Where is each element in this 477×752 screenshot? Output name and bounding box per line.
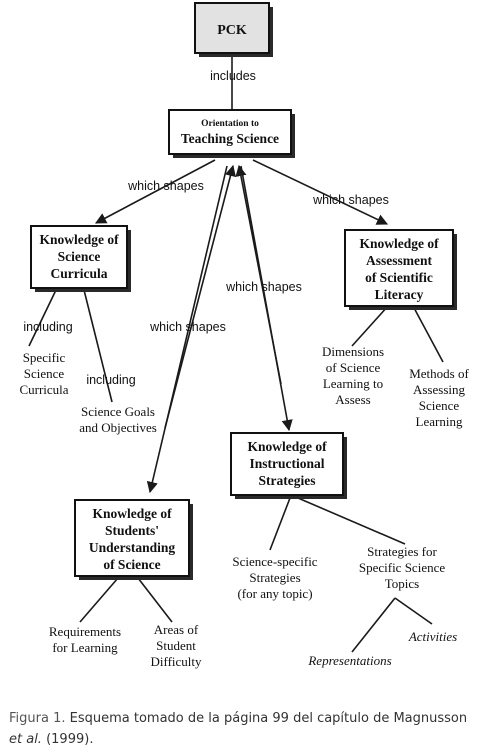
label-which-shapes-strategies: which shapes	[225, 280, 302, 294]
node-curricula: Knowledge of Science Curricula	[30, 225, 131, 292]
dimensions-line-2: of Science	[326, 360, 381, 375]
edge-orientation-assessment	[252, 159, 389, 225]
difficulty-line-2: Student	[156, 638, 196, 653]
goals-line-2: and Objectives	[79, 420, 157, 435]
node-activities: Activities	[408, 629, 457, 644]
edge-strategies-topics	[297, 497, 406, 545]
edge-curricula-specific	[28, 289, 57, 347]
dimensions-line-3: Learning to	[323, 376, 383, 391]
science-specific-line-3: (for any topic)	[237, 586, 312, 601]
orientation-line-2: Teaching Science	[181, 131, 279, 146]
figure-caption: Figura 1. Esquema tomado de la página 99…	[9, 708, 471, 750]
strategies-line-3: Strategies	[259, 473, 316, 488]
edge-strategies-sciencespecific	[269, 497, 291, 551]
requirements-line-1: Requirements	[49, 624, 121, 639]
edge-students-difficulty	[137, 577, 173, 623]
curricula-line-3: Curricula	[51, 266, 108, 281]
topic-strategies-line-2: Specific Science	[359, 560, 445, 575]
specific-curricula-line-1: Specific	[23, 350, 66, 365]
node-students: Knowledge of Students' Understanding of …	[74, 499, 193, 580]
pck-concept-map: includes which shapes which shapes which…	[19, 2, 469, 669]
label-which-shapes-assessment: which shapes	[312, 193, 389, 207]
assessment-line-1: Knowledge of	[359, 236, 439, 251]
label-which-shapes-students: which shapes	[149, 320, 226, 334]
students-line-1: Knowledge of	[92, 506, 172, 521]
node-methods: Methods of Assessing Science Learning	[409, 366, 469, 429]
edge-strategies-orientation	[235, 164, 282, 385]
label-which-shapes-curricula: which shapes	[127, 179, 204, 193]
edge-topics-activities	[394, 597, 433, 625]
node-assessment: Knowledge of Assessment of Scientific Li…	[344, 229, 457, 310]
caption-year: (1999).	[46, 732, 94, 747]
caption-text: Esquema tomado de la página 99 del capít…	[69, 711, 468, 726]
students-line-3: Understanding	[89, 540, 176, 555]
edge-topics-representations	[351, 597, 396, 653]
node-difficulty: Areas of Student Difficulty	[150, 622, 202, 669]
node-pck: PCK	[194, 2, 273, 57]
edge-curricula-goals	[83, 289, 113, 403]
methods-line-2: Assessing	[413, 382, 466, 397]
edge-students-orientation	[164, 164, 236, 429]
curricula-line-2: Science	[58, 249, 101, 264]
node-representations: Representations	[307, 653, 391, 668]
methods-line-3: Science	[419, 398, 460, 413]
edge-assessment-methods	[412, 305, 444, 363]
node-topic-strategies: Strategies for Specific Science Topics	[359, 544, 445, 591]
edge-orientation-curricula	[95, 159, 216, 224]
caption-label: Figura 1.	[9, 711, 66, 726]
edge-students-requirements	[79, 577, 119, 623]
label-includes: includes	[210, 69, 256, 83]
node-dimensions: Dimensions of Science Learning to Assess	[322, 344, 384, 407]
students-line-4: of Science	[103, 557, 160, 572]
specific-curricula-line-3: Curricula	[19, 382, 68, 397]
orientation-line-1: Orientation to	[201, 119, 259, 129]
strategies-line-1: Knowledge of	[247, 439, 327, 454]
curricula-line-1: Knowledge of	[39, 232, 119, 247]
node-specific-curricula: Specific Science Curricula	[19, 350, 68, 397]
assessment-line-4: Literacy	[375, 287, 424, 302]
science-specific-line-1: Science-specific	[232, 554, 317, 569]
strategies-line-2: Instructional	[249, 456, 324, 471]
difficulty-line-1: Areas of	[154, 622, 199, 637]
pck-label: PCK	[217, 23, 247, 38]
science-specific-line-2: Strategies	[249, 570, 300, 585]
node-science-specific: Science-specific Strategies (for any top…	[232, 554, 317, 601]
specific-curricula-line-2: Science	[24, 366, 65, 381]
topic-strategies-line-3: Topics	[385, 576, 419, 591]
node-requirements: Requirements for Learning	[49, 624, 121, 655]
assessment-line-2: Assessment	[366, 253, 433, 268]
topic-strategies-line-1: Strategies for	[367, 544, 437, 559]
students-line-2: Students'	[105, 523, 159, 538]
methods-line-4: Learning	[416, 414, 463, 429]
dimensions-line-1: Dimensions	[322, 344, 384, 359]
edge-assessment-dimensions	[351, 305, 389, 347]
label-including-goals: including	[86, 373, 135, 387]
requirements-line-2: for Learning	[52, 640, 118, 655]
node-goals: Science Goals and Objectives	[79, 404, 157, 435]
assessment-line-3: of Scientific	[365, 270, 433, 285]
label-including-specific: including	[23, 320, 72, 334]
difficulty-line-3: Difficulty	[150, 654, 202, 669]
caption-italic: et al.	[9, 732, 42, 747]
methods-line-1: Methods of	[409, 366, 469, 381]
dimensions-line-4: Assess	[335, 392, 370, 407]
goals-line-1: Science Goals	[81, 404, 155, 419]
edge-orientation-students	[146, 165, 228, 494]
node-orientation: Orientation to Teaching Science	[168, 109, 295, 158]
node-strategies: Knowledge of Instructional Strategies	[230, 432, 347, 499]
